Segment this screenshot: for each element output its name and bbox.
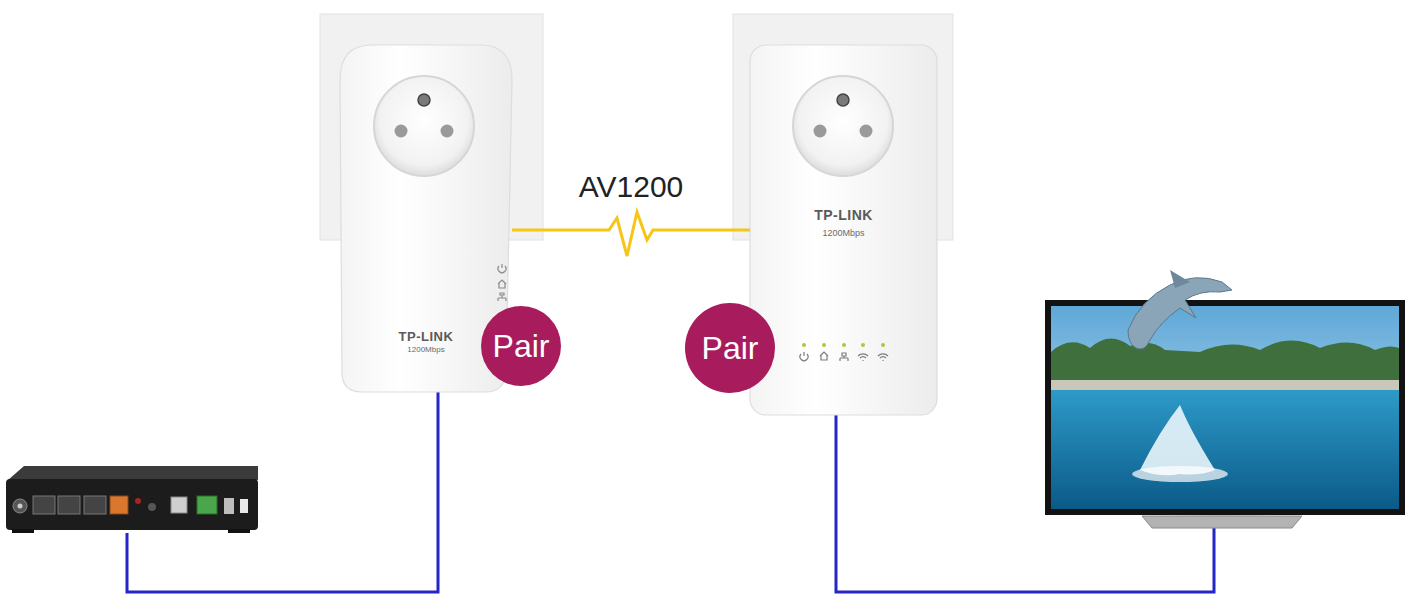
socket-hole: [814, 125, 827, 138]
ethernet-port: [33, 496, 55, 514]
network-icon: [498, 293, 506, 301]
brand-name: TP-LINK: [750, 208, 937, 223]
usb-port: [224, 498, 234, 514]
button-label: Pair: [702, 332, 759, 364]
earth-pin: [837, 94, 849, 106]
led: [842, 343, 846, 347]
socket-hole: [441, 125, 454, 138]
router: [6, 466, 258, 533]
wifi-icon: [858, 354, 868, 361]
pair-button: Pair: [685, 303, 775, 393]
status-leds: [802, 343, 885, 347]
coax-port: [13, 499, 27, 513]
link-label: AV1200: [579, 170, 684, 203]
home-icon: [820, 352, 828, 360]
router-foot: [12, 529, 34, 533]
tv-screen: [1051, 306, 1399, 509]
home-icon: [498, 280, 506, 288]
power-icon: [800, 352, 808, 361]
earth-pin: [418, 94, 430, 106]
power-icon: [498, 264, 506, 273]
speed-rating: 1200Mbps: [750, 229, 937, 239]
trees: [1051, 338, 1399, 392]
ethernet-port: [84, 496, 106, 514]
powerline-link: [512, 212, 750, 256]
button: [148, 503, 156, 511]
powerline-adapter: [750, 45, 937, 415]
coax-pin: [18, 504, 23, 509]
socket-hole: [860, 125, 873, 138]
power-switch: [240, 499, 248, 513]
status-icons: [498, 264, 506, 301]
dolphin-fin: [1170, 270, 1190, 288]
button-label: Pair: [493, 330, 550, 362]
wifi-icon: [878, 354, 888, 361]
status-icons: [800, 352, 888, 361]
wan-port: [110, 496, 128, 514]
led: [861, 343, 865, 347]
router-front: [6, 479, 258, 530]
ethernet-port: [58, 496, 80, 514]
router-top: [8, 466, 258, 480]
reset-button: [135, 498, 141, 504]
led: [802, 343, 806, 347]
poolside-wall: [1051, 380, 1399, 390]
dolphin: [1128, 278, 1232, 349]
powerline-adapter: TP-LINK 1200Mbps: [750, 45, 937, 415]
pool-water: [1051, 390, 1399, 509]
tv-bezel: [1045, 300, 1405, 515]
pair-button: Pair: [481, 306, 561, 386]
socket-hole: [395, 125, 408, 138]
led: [822, 343, 826, 347]
led: [881, 343, 885, 347]
television: [1045, 270, 1405, 528]
power-socket: [793, 76, 893, 176]
water-splash: [1132, 466, 1228, 482]
power-socket: [374, 76, 474, 176]
water-splash: [1140, 405, 1215, 475]
phone-port: [197, 496, 217, 514]
router-foot: [228, 529, 250, 533]
network-icon: [840, 353, 848, 361]
usb-port: [171, 497, 187, 513]
tv-stand: [1142, 516, 1302, 528]
